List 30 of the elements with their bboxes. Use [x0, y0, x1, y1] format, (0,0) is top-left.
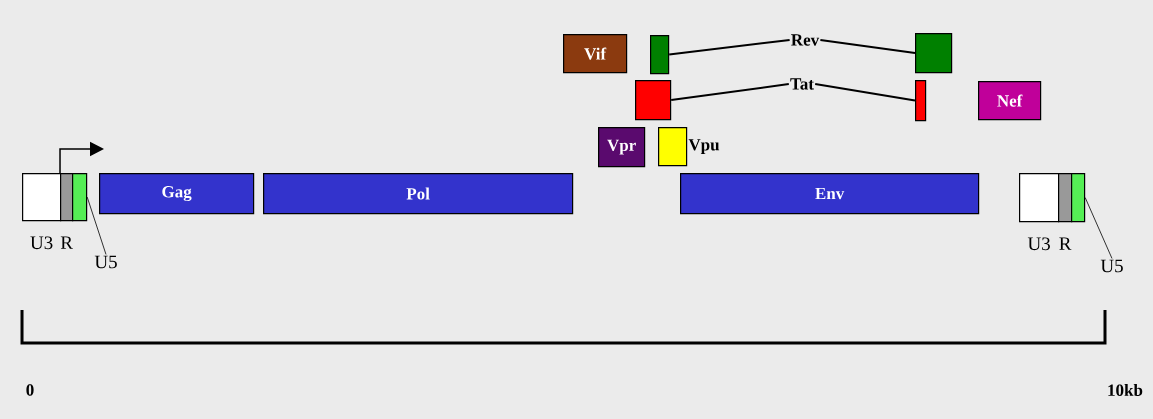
- leader-line: [819, 39, 916, 55]
- promoter-arrow: [59, 141, 104, 174]
- leader-line: [668, 39, 791, 56]
- segment-label: U5: [94, 255, 117, 269]
- gene-label: Tat: [790, 78, 814, 90]
- gene-label: Vpu: [688, 139, 720, 154]
- segment-label: R: [1059, 237, 1072, 250]
- scale-label: 0: [26, 384, 34, 396]
- gene-box: Vpr: [598, 127, 646, 168]
- segment-label: U3: [1027, 237, 1050, 251]
- exon-box: [915, 33, 953, 74]
- segment-label: U5: [1100, 259, 1123, 273]
- leader-line: [670, 83, 790, 102]
- segment-label: R: [60, 236, 73, 249]
- exon-box: [915, 80, 927, 122]
- leader-line: [1084, 197, 1113, 259]
- exon-box: [650, 35, 670, 75]
- segment-label: U3: [30, 236, 53, 250]
- leader-line: [814, 83, 916, 102]
- gene-label: Rev: [791, 34, 820, 46]
- leader-line: [86, 196, 107, 255]
- ltr-segment: [72, 173, 88, 222]
- exon-box: [635, 80, 672, 121]
- ltr-segment: [1071, 173, 1086, 223]
- gene-box: Vif: [563, 34, 628, 74]
- gene-box: Nef: [978, 81, 1042, 121]
- gene-box: Env: [680, 173, 980, 215]
- gene-box: Gag: [99, 173, 255, 215]
- scale-label: 10kb: [1108, 384, 1143, 396]
- gene-box: Pol: [263, 173, 574, 215]
